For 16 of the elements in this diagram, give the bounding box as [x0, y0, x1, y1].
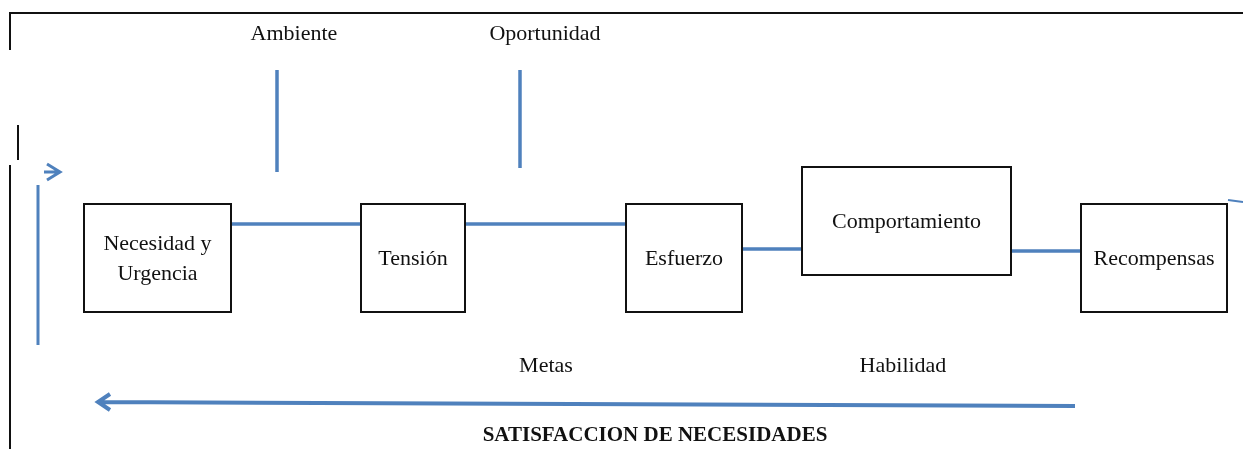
factor-label: Habilidad [859, 352, 947, 378]
connector-line [466, 222, 625, 226]
factor-label: Ambiente [240, 16, 348, 50]
process-box: Esfuerzo [625, 203, 743, 313]
factor-label: Metas [519, 352, 573, 378]
process-box: Tensión [360, 203, 466, 313]
connector-line [518, 70, 522, 168]
process-box: Necesidad y Urgencia [83, 203, 232, 313]
flow-caption: SATISFACCION DE NECESIDADES [482, 422, 828, 447]
connector-line [232, 222, 360, 226]
process-box: Comportamiento [801, 166, 1012, 276]
process-box: Recompensas [1080, 203, 1228, 313]
factor-label: Oportunidad [480, 16, 610, 50]
connector-line [743, 247, 801, 251]
connector-line [1012, 249, 1080, 253]
connector-line [275, 70, 279, 172]
